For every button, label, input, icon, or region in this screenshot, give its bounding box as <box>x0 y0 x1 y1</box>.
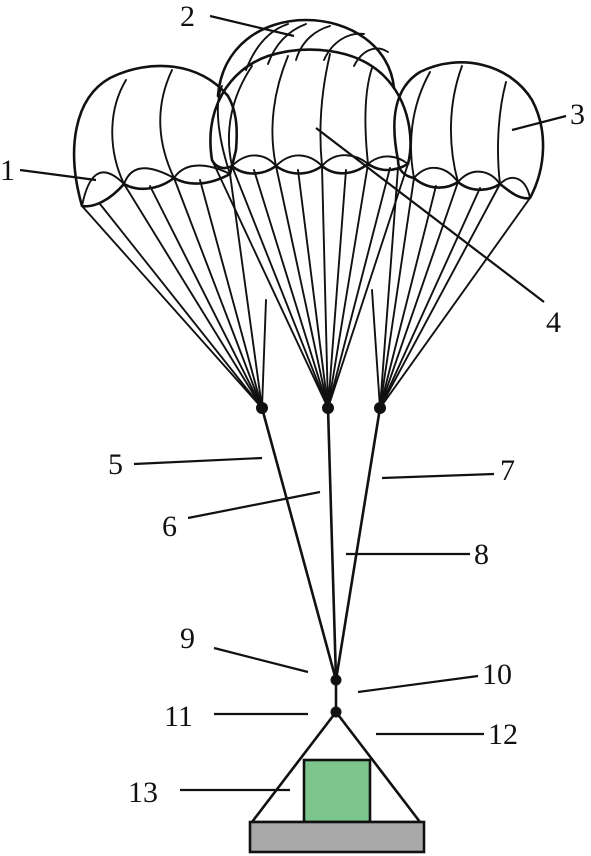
canopy-3 <box>393 61 545 200</box>
label-10: 10 <box>482 658 512 691</box>
label-3: 3 <box>570 98 585 131</box>
suspension-lines-canopy-1 <box>81 173 267 409</box>
riser-junction-center <box>322 402 334 414</box>
label-5: 5 <box>108 448 123 481</box>
canopy-4 <box>209 48 412 175</box>
leader-lines <box>19 14 567 792</box>
canopy-1 <box>72 64 239 208</box>
label-2: 2 <box>180 0 195 33</box>
label-7: 7 <box>500 454 515 487</box>
label-9: 9 <box>180 622 195 655</box>
label-8: 8 <box>474 538 489 571</box>
confluence-point <box>330 674 342 686</box>
label-12: 12 <box>488 718 518 751</box>
riser-left <box>260 406 338 682</box>
payload-box <box>302 758 372 824</box>
payload <box>248 710 426 854</box>
label-6: 6 <box>162 510 177 543</box>
riser-junction-right <box>374 402 386 414</box>
canopy-2 <box>216 18 396 98</box>
labels: 1 2 3 4 5 6 7 8 9 10 11 12 13 <box>0 0 585 809</box>
label-13: 13 <box>128 776 158 809</box>
label-11: 11 <box>164 700 193 733</box>
label-4: 4 <box>546 306 561 339</box>
suspension-lines-canopy-3 <box>371 167 531 409</box>
base-plate <box>248 820 426 854</box>
riser-junction-left <box>256 402 268 414</box>
riser-center <box>326 406 338 682</box>
riser-right <box>334 406 382 682</box>
suspension-lines-canopy-4 <box>211 159 409 409</box>
connection-points <box>256 402 386 718</box>
label-1: 1 <box>0 154 15 187</box>
risers <box>260 406 382 714</box>
